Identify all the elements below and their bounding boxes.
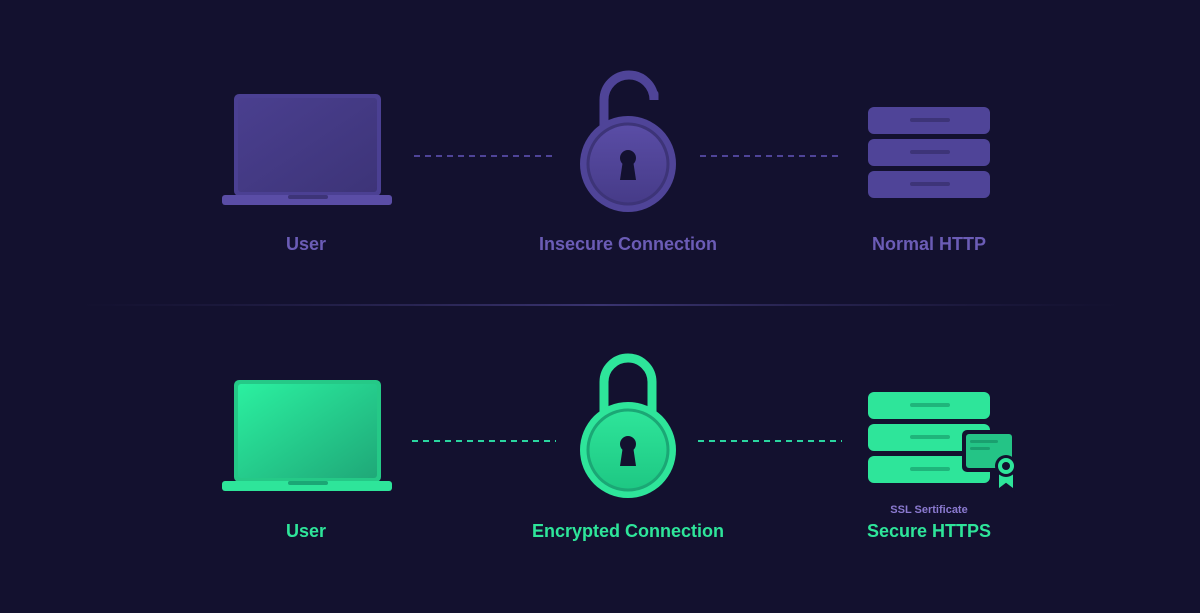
locked-padlock-icon <box>580 353 676 498</box>
server-stack-icon <box>868 107 990 198</box>
top-user-label: User <box>285 234 327 254</box>
insecure-connection-label: Insecure Connection <box>538 234 718 254</box>
server-stack-icon <box>868 392 990 483</box>
ssl-certificate-label: SSL Sertificate <box>890 504 968 516</box>
normal-http-label: Normal HTTP <box>871 234 987 254</box>
laptop-icon <box>222 94 392 205</box>
ssl-certificate-icon <box>962 430 1017 492</box>
laptop-icon <box>222 380 392 491</box>
unlocked-padlock-icon <box>580 70 676 212</box>
encrypted-connection-label: Encrypted Connection <box>531 521 725 541</box>
secure-https-label: Secure HTTPS <box>866 521 992 541</box>
bottom-user-label: User <box>285 521 327 541</box>
section-divider <box>80 304 1120 306</box>
